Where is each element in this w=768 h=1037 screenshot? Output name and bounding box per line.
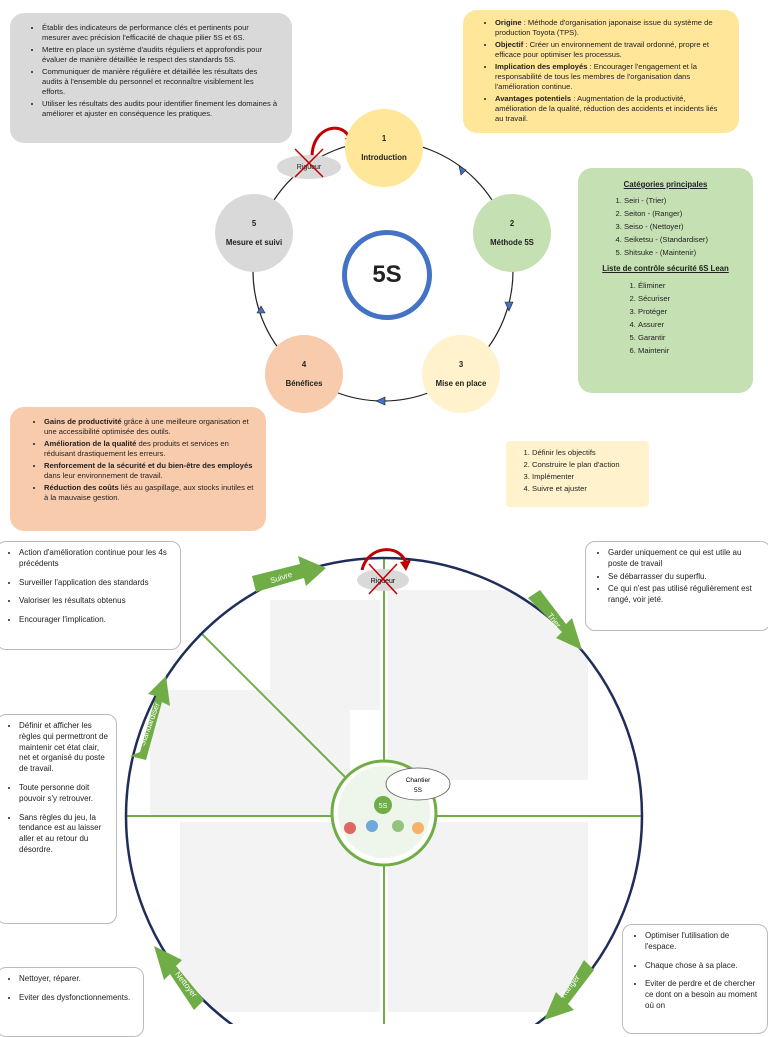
intro-item: Origine : Méthode d'organisation japonai… xyxy=(495,18,727,38)
checklist-item: Assurer xyxy=(638,320,743,330)
wheel-diagram: Chantier 5S 5S Rigueur Suivre Trier Stan… xyxy=(124,548,644,1024)
note-item: Nettoyer, réparer. xyxy=(19,974,135,985)
categories-title: Catégories principales xyxy=(623,180,708,189)
measure-item: Utiliser les résultats des audits pour i… xyxy=(42,99,278,119)
wheel-ring xyxy=(124,556,644,1024)
suivre-illustration xyxy=(270,600,380,710)
note-item: Ce qui n'est pas utilisé régulièrement e… xyxy=(608,584,762,606)
note-item: Toute personne doit pouvoir s'y retrouve… xyxy=(19,783,108,805)
benefit-item: Renforcement de la sécurité et du bien-ê… xyxy=(44,461,254,481)
arrow-suivre: Suivre xyxy=(252,556,326,592)
note-trier: Garder uniquement ce qui est utile au po… xyxy=(585,541,768,631)
note-item: Sans règles du jeu, la tendance est au l… xyxy=(19,813,108,856)
note-item: Surveiller l'application des standards xyxy=(19,578,172,589)
note-item: Garder uniquement ce qui est utile au po… xyxy=(608,548,762,570)
rigueur-label: Rigueur xyxy=(277,148,341,179)
note-item: Se débarrasser du superflu. xyxy=(608,572,762,583)
checklist-title: Liste de contrôle sécurité 6S Lean xyxy=(602,264,729,274)
categories-box: Catégories principales Seiri - (Trier) S… xyxy=(578,168,753,393)
note-item: Eviter de perdre et de chercher ce dont … xyxy=(645,979,759,1011)
center-label-line2: 5S xyxy=(414,787,423,794)
introduction-box: Origine : Méthode d'organisation japonai… xyxy=(463,10,739,133)
cycle-arrow-icon xyxy=(375,396,386,406)
category-item: Seiketsu - (Standardiser) xyxy=(624,235,743,245)
ranger-illustration xyxy=(388,822,588,1012)
cross-icon xyxy=(294,148,324,178)
cycle-arrow-icon xyxy=(504,301,514,312)
center-title: 5S xyxy=(342,230,432,320)
step-item: Implémenter xyxy=(532,472,641,482)
category-item: Seiton - (Ranger) xyxy=(624,209,743,219)
step-item: Définir les objectifs xyxy=(532,448,641,458)
checklist-item: Sécuriser xyxy=(638,294,743,304)
note-item: Valoriser les résultats obtenus xyxy=(19,596,172,607)
checklist-item: Éliminer xyxy=(638,281,743,291)
intro-item: Avantages potentiels : Augmentation de l… xyxy=(495,94,727,124)
note-item: Eviter des dysfonctionnements. xyxy=(19,993,135,1004)
center-label-line1: Chantier xyxy=(406,777,431,784)
measure-item: Communiquer de manière régulière et déta… xyxy=(42,67,278,97)
standardiser-illustration xyxy=(150,690,350,815)
speech-bubble xyxy=(385,767,451,801)
intro-item: Objectif : Créer un environnement de tra… xyxy=(495,40,727,60)
note-standardiser: Définir et afficher les règles qui perme… xyxy=(0,714,117,924)
step-item: Suivre et ajuster xyxy=(532,484,641,494)
note-item: Encourager l'implication. xyxy=(19,615,172,626)
intro-item: Implication des employés : Encourager l'… xyxy=(495,62,727,92)
note-item: Action d'amélioration continue pour les … xyxy=(19,548,172,570)
measure-box: Établir des indicateurs de performance c… xyxy=(10,13,292,143)
checklist-item: Maintenir xyxy=(638,346,743,356)
measure-item: Établir des indicateurs de performance c… xyxy=(42,23,278,43)
steps-box: Définir les objectifs Construire le plan… xyxy=(506,441,649,507)
benefits-box: Gains de productivité grâce à une meille… xyxy=(10,407,266,531)
checklist-item: Garantir xyxy=(638,333,743,343)
svg-text:Rigueur: Rigueur xyxy=(371,578,396,585)
rotate-arrow-icon xyxy=(360,548,408,571)
note-item: Optimiser l'utilisation de l'espace. xyxy=(645,931,759,953)
category-item: Shitsuke - (Maintenir) xyxy=(624,248,743,258)
note-item: Chaque chose à sa place. xyxy=(645,961,759,972)
note-ranger: Optimiser l'utilisation de l'espace. Cha… xyxy=(622,924,768,1034)
category-item: Seiso - (Nettoyer) xyxy=(624,222,743,232)
note-amelioration: Action d'amélioration continue pour les … xyxy=(0,541,181,650)
benefit-item: Amélioration de la qualité des produits … xyxy=(44,439,254,459)
checklist-item: Protéger xyxy=(638,307,743,317)
step-item: Construire le plan d'action xyxy=(532,460,641,470)
measure-item: Mettre en place un système d'audits régu… xyxy=(42,45,278,65)
cycle-arrow-icon xyxy=(256,305,266,314)
nettoyer-illustration xyxy=(180,822,380,1012)
note-item: Définir et afficher les règles qui perme… xyxy=(19,721,108,775)
cycle-arrow-icon xyxy=(458,165,467,176)
center-badge-text: 5S xyxy=(379,803,388,810)
note-nettoyer: Nettoyer, réparer. Eviter des dysfonctio… xyxy=(0,967,144,1037)
benefit-item: Gains de productivité grâce à une meille… xyxy=(44,417,254,437)
benefit-item: Réduction des coûts liés au gaspillage, … xyxy=(44,483,254,503)
center-badge xyxy=(374,796,392,814)
category-item: Seiri - (Trier) xyxy=(624,196,743,206)
